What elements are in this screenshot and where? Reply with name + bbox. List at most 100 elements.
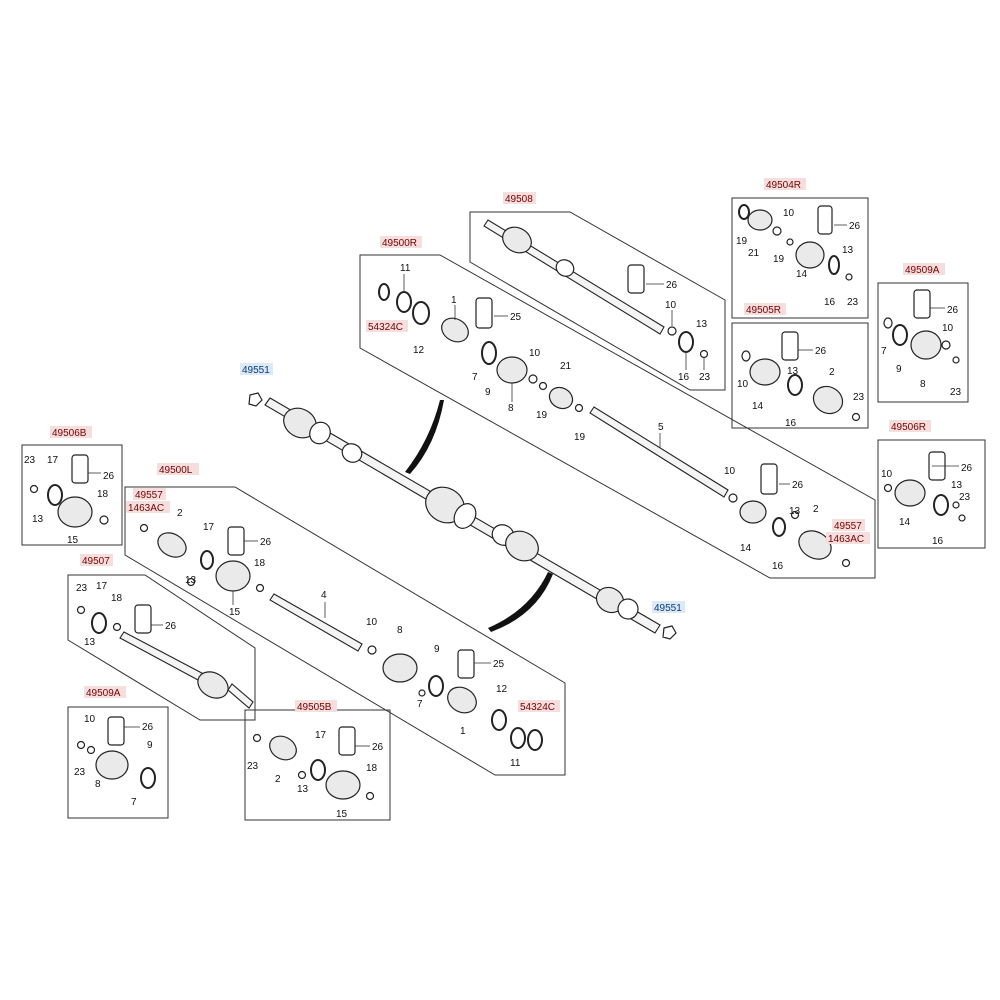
callout-15: 15 xyxy=(336,809,348,820)
ref-49507[interactable]: 49507 xyxy=(80,554,113,567)
callout-5: 5 xyxy=(658,422,664,433)
callout-15: 15 xyxy=(67,535,79,546)
ref-1463AC-left-label: 1463AC xyxy=(128,503,164,514)
ref-49506B[interactable]: 49506B xyxy=(50,426,92,439)
ref-1463AC-right[interactable]: 1463AC xyxy=(826,532,870,545)
parts-49505B xyxy=(252,726,375,801)
ref-49504R[interactable]: 49504R xyxy=(764,178,806,191)
callout-12: 12 xyxy=(496,684,508,695)
callout-26: 26 xyxy=(961,463,973,474)
callout-19: 19 xyxy=(773,254,785,265)
ref-49505B[interactable]: 49505B xyxy=(295,700,337,713)
ref-1463AC-right-label: 1463AC xyxy=(828,534,864,545)
frame-49505R xyxy=(731,322,869,429)
ref-49508-label: 49508 xyxy=(505,194,533,205)
panel-frames xyxy=(21,197,986,821)
ref-54324C-top-label: 54324C xyxy=(368,322,403,333)
callout-16: 16 xyxy=(824,297,836,308)
callout-17: 17 xyxy=(47,455,59,466)
callout-9: 9 xyxy=(434,644,440,655)
callout-11: 11 xyxy=(400,263,411,274)
ref-54324C-top[interactable]: 54324C xyxy=(366,320,408,333)
callout-1: 1 xyxy=(451,295,457,306)
callout-2: 2 xyxy=(829,367,835,378)
leader-lines xyxy=(88,224,959,747)
callout-23: 23 xyxy=(853,392,865,403)
ref-49509A-right-label: 49509A xyxy=(905,265,940,276)
callout-23: 23 xyxy=(74,767,86,778)
frame-49509A-left xyxy=(67,706,169,819)
ref-49551-left[interactable]: 49551 xyxy=(240,363,273,376)
callout-26: 26 xyxy=(165,621,177,632)
callout-10: 10 xyxy=(881,469,893,480)
ref-49509A-left-label: 49509A xyxy=(86,688,121,699)
callout-23: 23 xyxy=(24,455,36,466)
callout-7: 7 xyxy=(131,797,137,808)
ref-1463AC-left[interactable]: 1463AC xyxy=(126,501,170,514)
ref-49509A-left[interactable]: 49509A xyxy=(84,686,126,699)
parts-49509A-right xyxy=(883,289,960,364)
callout-15: 15 xyxy=(229,607,241,618)
callout-19: 19 xyxy=(574,432,586,443)
callout-10: 10 xyxy=(737,379,749,390)
ref-49505R[interactable]: 49505R xyxy=(744,303,786,316)
callout-18: 18 xyxy=(97,489,109,500)
callout-21: 21 xyxy=(560,361,572,372)
parts-49507 xyxy=(76,604,254,709)
ref-49557-left-label: 49557 xyxy=(135,490,163,501)
callout-8: 8 xyxy=(397,625,403,636)
callout-13: 13 xyxy=(32,514,44,525)
parts-49500L xyxy=(139,523,543,751)
callout-10: 10 xyxy=(783,208,795,219)
callout-9: 9 xyxy=(896,364,902,375)
ref-49500L[interactable]: 49500L xyxy=(157,463,199,476)
callout-10: 10 xyxy=(724,466,736,477)
parts-49500R xyxy=(378,283,851,568)
callout-19: 19 xyxy=(736,236,748,247)
callout-10: 10 xyxy=(665,300,677,311)
ref-49500R[interactable]: 49500R xyxy=(380,236,422,249)
callout-9: 9 xyxy=(147,740,153,751)
frame-49504R xyxy=(731,197,869,319)
ref-54324C-bottom[interactable]: 54324C xyxy=(518,700,560,713)
parts-49506B xyxy=(29,454,109,528)
ref-49557-right[interactable]: 49557 xyxy=(832,519,865,532)
ref-49551-right[interactable]: 49551 xyxy=(652,601,685,614)
callout-14: 14 xyxy=(796,269,808,280)
ref-49506R[interactable]: 49506R xyxy=(889,420,931,433)
ref-49509A-right[interactable]: 49509A xyxy=(903,263,945,276)
callout-16: 16 xyxy=(772,561,784,572)
frame-49507 xyxy=(67,574,256,721)
callout-23: 23 xyxy=(950,387,962,398)
ref-49505R-label: 49505R xyxy=(746,305,781,316)
callout-13: 13 xyxy=(696,319,708,330)
ref-49508[interactable]: 49508 xyxy=(503,192,536,205)
callout-26: 26 xyxy=(142,722,154,733)
callout-23: 23 xyxy=(247,761,259,772)
callout-26: 26 xyxy=(372,742,384,753)
callout-11: 11 xyxy=(510,758,521,769)
callout-26: 26 xyxy=(815,346,827,357)
callout-7: 7 xyxy=(417,699,423,710)
callout-17: 17 xyxy=(315,730,327,741)
callout-10: 10 xyxy=(366,617,378,628)
frame-49508 xyxy=(469,211,726,391)
callout-1: 1 xyxy=(460,726,466,737)
ref-49551-right-label: 49551 xyxy=(654,603,682,614)
frame-49500R xyxy=(359,254,876,579)
frame-49505B xyxy=(244,709,391,821)
reference-labels: 49508 49504R 49500R 49509A 49505R 49551 … xyxy=(50,178,945,713)
callout-26: 26 xyxy=(260,537,272,548)
ref-49557-left[interactable]: 49557 xyxy=(133,488,166,501)
parts-49509A-left xyxy=(76,716,156,789)
callout-26: 26 xyxy=(666,280,678,291)
callout-25: 25 xyxy=(493,659,505,670)
ref-49507-label: 49507 xyxy=(82,556,110,567)
callout-26: 26 xyxy=(947,305,959,316)
ref-49506B-label: 49506B xyxy=(52,428,87,439)
frame-49506R xyxy=(877,439,986,549)
callout-26: 26 xyxy=(849,221,861,232)
parts-49508 xyxy=(483,219,709,359)
callout-13: 13 xyxy=(842,245,854,256)
